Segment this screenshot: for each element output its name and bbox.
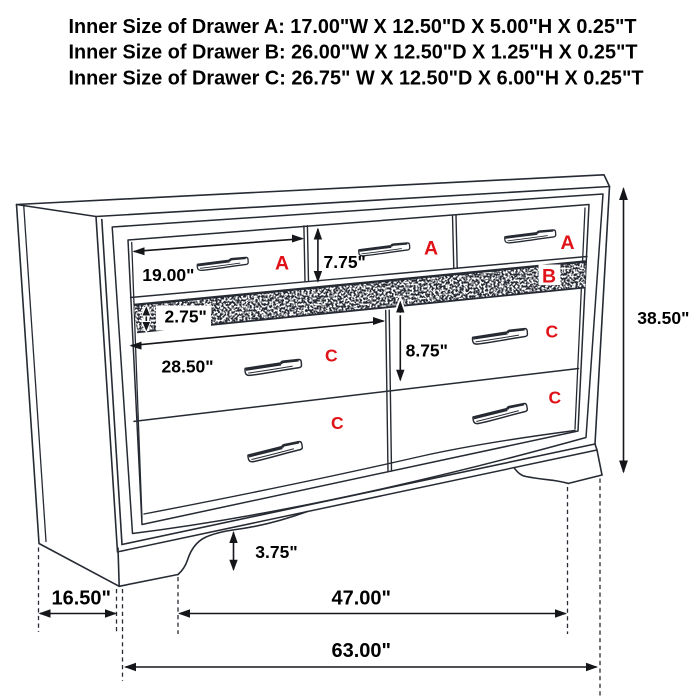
svg-text:8.75": 8.75"	[406, 341, 448, 361]
svg-text:C: C	[546, 321, 559, 341]
svg-text:3.75": 3.75"	[255, 542, 297, 562]
svg-text:7.75": 7.75"	[324, 252, 366, 272]
svg-text:Inner Size of Drawer C: 26.75": Inner Size of Drawer C: 26.75" W X 12.50…	[69, 68, 644, 90]
svg-text:A: A	[561, 232, 575, 254]
svg-text:B: B	[542, 266, 556, 288]
svg-text:A: A	[275, 253, 289, 275]
svg-text:2.75": 2.75"	[165, 307, 207, 327]
svg-text:47.00": 47.00"	[332, 588, 392, 610]
svg-text:38.50": 38.50"	[637, 308, 689, 328]
svg-text:63.00": 63.00"	[332, 640, 392, 662]
svg-text:Inner Size of Drawer A: 17.00": Inner Size of Drawer A: 17.00"W X 12.50"…	[69, 16, 637, 38]
svg-text:C: C	[331, 413, 344, 433]
svg-text:C: C	[325, 346, 338, 366]
svg-text:A: A	[424, 238, 438, 260]
svg-text:16.50": 16.50"	[52, 588, 112, 610]
svg-text:Inner Size of Drawer B: 26.00": Inner Size of Drawer B: 26.00"W X 12.50"…	[69, 42, 638, 64]
svg-text:19.00": 19.00"	[142, 265, 194, 285]
svg-text:28.50": 28.50"	[162, 356, 214, 376]
svg-text:C: C	[549, 388, 562, 408]
